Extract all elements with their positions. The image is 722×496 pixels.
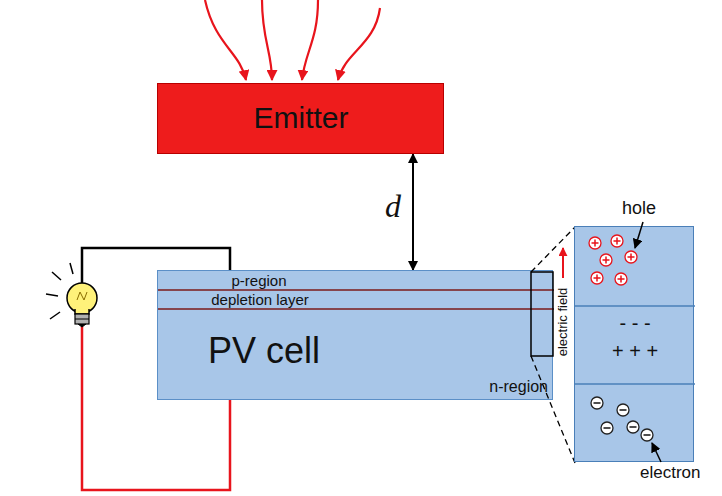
pv-cell-box: p-region depletion layer PV cell n-region: [157, 270, 553, 400]
leader-arrow: [635, 222, 643, 248]
field-label: electric field: [556, 288, 571, 357]
electron-symbol: [641, 429, 653, 441]
dimension-label: d: [385, 188, 401, 225]
bulb-neck: [75, 309, 89, 314]
zoom-line: [531, 356, 575, 463]
bulb-base: [75, 314, 89, 324]
bulb-ray: [52, 272, 61, 280]
radiation-arrow: [302, 0, 318, 80]
bulb-ray: [46, 294, 58, 296]
hole-symbol: [591, 272, 603, 284]
emitter-box: Emitter: [157, 83, 444, 154]
bulb-ray: [50, 312, 60, 319]
leader-arrow: [652, 443, 661, 462]
hole-symbol: [589, 237, 601, 249]
hole-symbol: [615, 273, 627, 285]
distance-arrow: [412, 154, 414, 270]
bulb-rays: [46, 263, 73, 319]
bulb-filament: [77, 292, 87, 300]
region-label: depletion layer: [211, 292, 309, 307]
electron-symbol: [601, 422, 613, 434]
zoom-line: [531, 227, 575, 272]
bulb-thread: [75, 319, 89, 320]
section-divider: [575, 383, 695, 385]
callout-label: electron: [640, 463, 700, 483]
emitter-label: Emitter: [253, 103, 348, 133]
junction-line: [158, 308, 554, 310]
light-bulb: [67, 283, 97, 327]
bulb-tip: [78, 324, 86, 327]
zoom-region: [531, 272, 553, 356]
radiation-arrow: [262, 0, 272, 80]
region-label: n-region: [489, 379, 548, 395]
bulb-glass: [67, 283, 97, 313]
region-label: p-region: [231, 273, 286, 288]
radiation-arrow: [205, 0, 246, 80]
section-divider: [575, 305, 695, 307]
radiation-arrows: [205, 0, 380, 80]
zoom-inset-box: - - - + + +: [574, 226, 694, 462]
callout-label: hole: [622, 198, 656, 219]
electron-symbol: [627, 421, 639, 433]
charge-row: + + +: [612, 341, 658, 361]
hole-symbol: [625, 251, 637, 263]
cell-label: PV cell: [208, 333, 320, 369]
field-arrow: [562, 248, 564, 278]
radiation-arrow: [338, 8, 380, 80]
connector-layer: [413, 154, 414, 270]
electron-symbol: [591, 397, 603, 409]
charge-row: - - -: [619, 313, 650, 333]
hole-symbol: [611, 235, 623, 247]
bulb-ray: [70, 263, 73, 274]
hole-symbol: [600, 254, 612, 266]
electron-symbol: [617, 404, 629, 416]
